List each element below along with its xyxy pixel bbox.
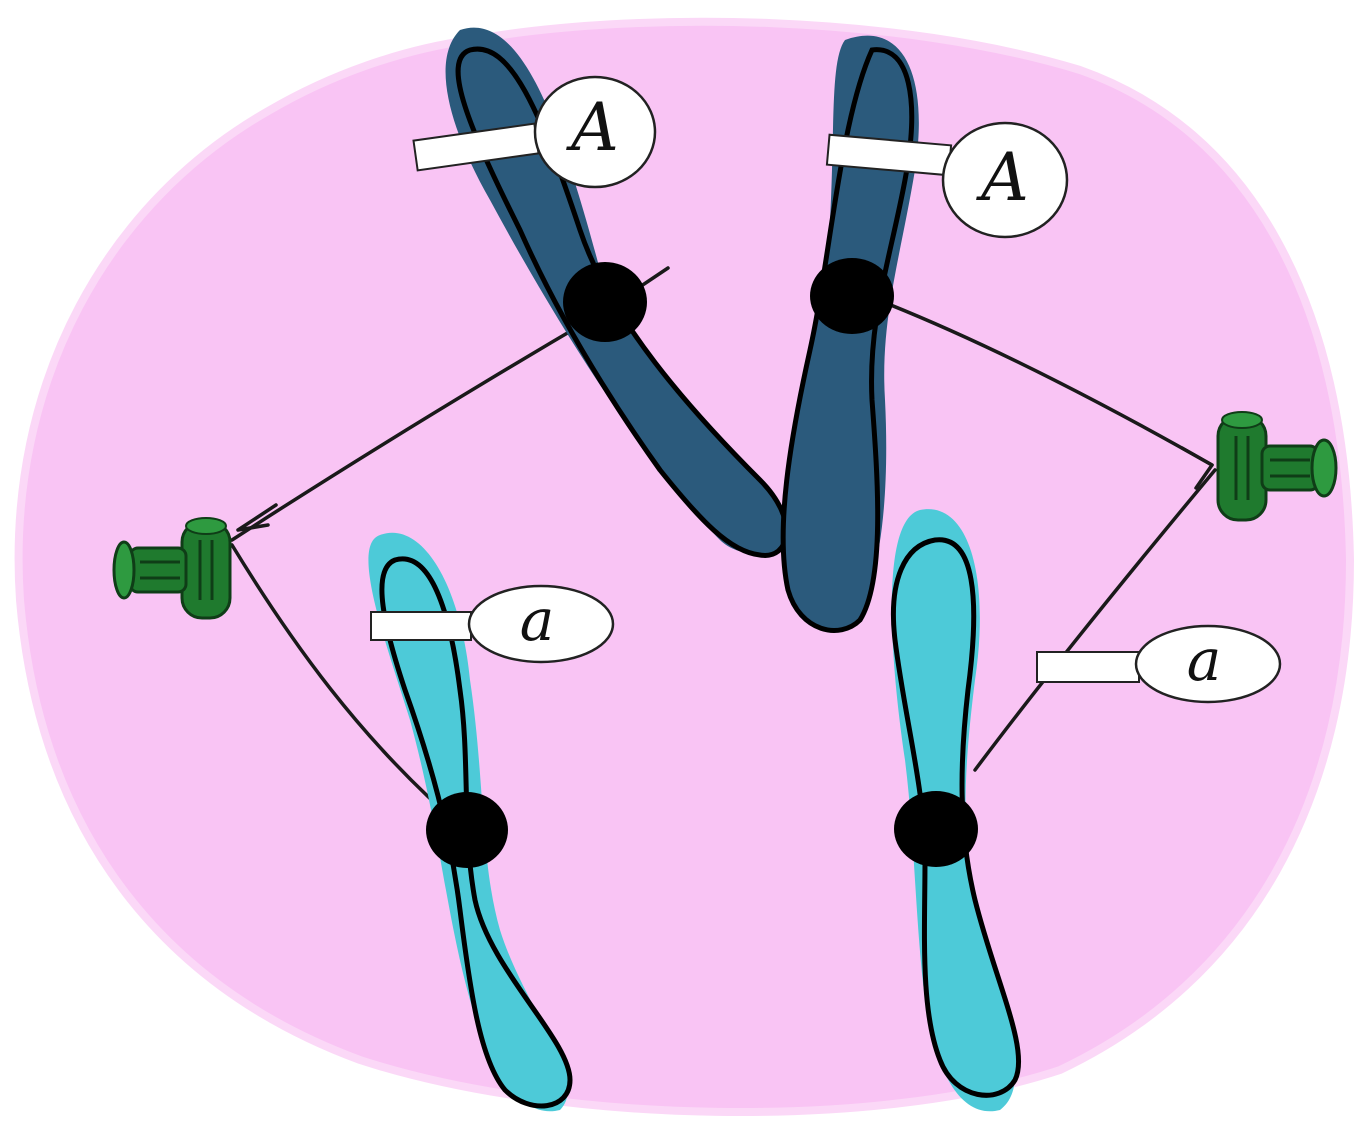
centrosome-left-stem xyxy=(130,548,186,592)
centromere-dark-right xyxy=(810,258,894,334)
centrosome-right-barrel-end xyxy=(1222,412,1262,428)
centrosome-left-barrel xyxy=(182,522,230,618)
centrosome-right-barrel xyxy=(1218,416,1266,520)
centrosome-left-stem-end xyxy=(114,542,134,598)
allele-marker-light-right xyxy=(1037,652,1139,682)
centromere-light-left xyxy=(426,792,508,868)
allele-text-light-right: a xyxy=(1187,626,1222,694)
allele-text-light-left: a xyxy=(520,586,555,654)
allele-text-dark-right: A xyxy=(975,139,1029,216)
centromere-light-right xyxy=(894,791,978,867)
centrosome-right-stem xyxy=(1262,446,1318,490)
allele-text-dark-left: A xyxy=(565,89,619,166)
allele-marker-light-left xyxy=(371,612,471,640)
centrosome-right-stem-end xyxy=(1312,440,1336,496)
centromere-dark-left xyxy=(563,262,647,342)
centrosome-left-barrel-end xyxy=(186,518,226,534)
